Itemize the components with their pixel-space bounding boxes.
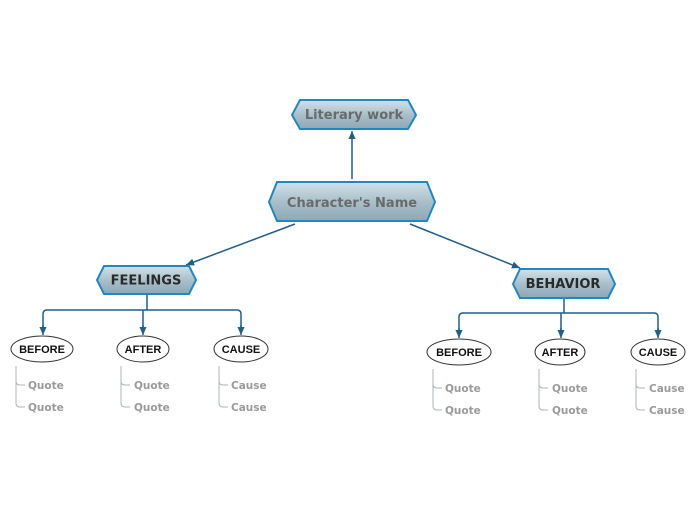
feelings-cause-oval [213,335,269,363]
behavior-cause-item-1[interactable]: Cause [649,383,685,395]
node-literary-work[interactable]: Literary work [290,99,418,130]
node-behavior-label: BEHAVIOR [526,277,601,292]
connector-behavior-bracket [458,299,659,336]
connector-feelings-bracket [42,295,242,333]
feelings-before-item-2[interactable]: Quote [28,402,64,414]
behavior-after-item-2[interactable]: Quote [552,405,588,417]
node-character-name-label: Character's Name [287,196,417,211]
node-behavior-shape [511,268,617,299]
feelings-before-item-1[interactable]: Quote [28,380,64,392]
feelings-after-oval [116,335,170,363]
behavior-cause-item-2[interactable]: Cause [649,405,685,417]
node-character-name[interactable]: Character's Name [267,181,437,222]
behavior-after-item-1[interactable]: Quote [552,383,588,395]
node-behavior[interactable]: BEHAVIOR [511,268,617,299]
behavior-before-item-2[interactable]: Quote [445,405,481,417]
feelings-after-item-2[interactable]: Quote [134,402,170,414]
feelings-cause-item-1[interactable]: Cause [231,380,267,392]
feelings-cause-node[interactable]: CAUSE [213,335,269,363]
connector-character-to-feelings [185,223,296,266]
behavior-after-oval [534,338,586,366]
feelings-before-oval [10,335,74,363]
node-character-name-shape [267,181,437,222]
node-literary-work-shape [290,99,418,130]
behavior-cause-label: CAUSE [639,347,678,359]
node-feelings[interactable]: FEELINGS [95,265,198,295]
feelings-cause-label: CAUSE [222,344,261,356]
feelings-after-item-1[interactable]: Quote [134,380,170,392]
feelings-after-label: AFTER [125,344,162,356]
behavior-after-label: AFTER [542,347,579,359]
behavior-before-item-1[interactable]: Quote [445,383,481,395]
behavior-after-node[interactable]: AFTER [534,338,586,366]
node-literary-work-label: Literary work [305,108,404,123]
behavior-before-oval [426,338,492,366]
feelings-before-node[interactable]: BEFORE [10,335,74,363]
behavior-cause-node[interactable]: CAUSE [630,338,686,366]
node-feelings-label: FEELINGS [111,274,182,289]
behavior-before-node[interactable]: BEFORE [426,338,492,366]
behavior-cause-oval [630,338,686,366]
node-feelings-shape [95,265,198,295]
feelings-cause-item-2[interactable]: Cause [231,402,267,414]
connector-character-to-behavior [409,223,521,269]
behavior-before-label: BEFORE [436,347,482,359]
feelings-before-label: BEFORE [19,344,65,356]
connectors [39,131,662,338]
leaf-lines [15,366,645,411]
feelings-after-node[interactable]: AFTER [116,335,170,363]
